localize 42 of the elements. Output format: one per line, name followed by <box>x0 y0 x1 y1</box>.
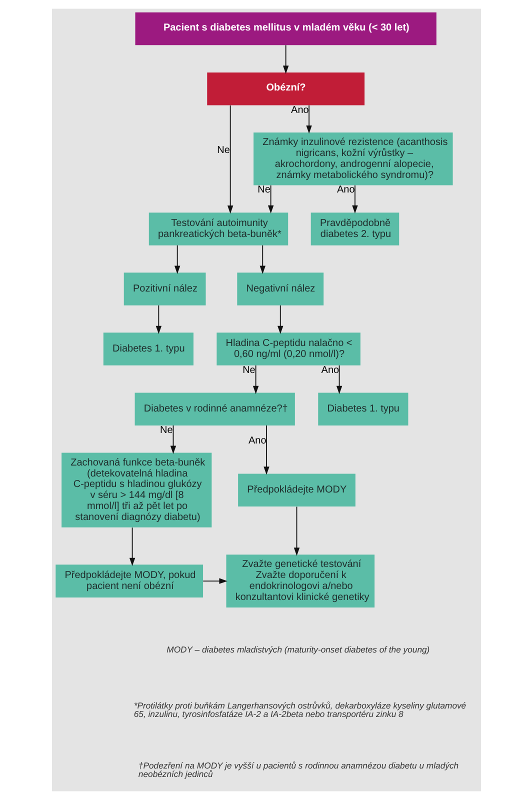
arrow <box>170 425 176 454</box>
node-box: Známky inzulinové rezistence (acanthosis nigricans, kožní výrůstky – akrochordony, androgenní alopecie, známky metabolického syndromu)? <box>253 132 452 186</box>
label: MODY – diabetes mladistvých (maturity-onset diabetes of the young) <box>166 644 430 655</box>
label: *Protilátky proti buňkám Langerhansových ostrůvků, dekarboxyláze kyseliny glutamové 65, inzulinu, tyrosinfosfatáze IA-2 a IA-2beta nebo transportéru zinku 8 <box>133 700 466 720</box>
arrow <box>282 44 288 74</box>
arrow <box>155 304 162 334</box>
arrow <box>259 244 265 274</box>
arrow <box>263 425 269 475</box>
node-box: Testování autoimunity pankreatických beta-buněk* <box>148 212 288 246</box>
node-box: Pacient s diabetes mellitus v mladém věku (< 30 let) <box>134 12 436 46</box>
edge-label: Ne <box>257 184 270 196</box>
arrow <box>202 578 227 584</box>
node-box: Pravděpodobně diabetes 2. typu <box>310 212 399 246</box>
node-box: Diabetes 1. typu <box>102 332 193 366</box>
node-box: Zvažte genetické testování Zvažte doporučení k endokrinologovi a/nebo konzultantovi klinické genetiky <box>226 554 374 608</box>
node-box: Obézní? <box>206 72 364 106</box>
node-box: Diabetes v rodinné anamnéze?† <box>134 392 294 426</box>
node-box: Negativní nález <box>236 272 324 306</box>
arrow <box>267 184 274 214</box>
arrow <box>293 506 300 556</box>
node-box: Předpokládejte MODY <box>238 474 355 506</box>
arrow <box>226 105 233 214</box>
node-box: Hladina C-peptidu nalačno < 0,60 ng/ml (0,20 nmol/l)? <box>216 332 360 366</box>
arrow <box>336 365 342 394</box>
edge-label: Ano <box>248 435 266 446</box>
arrow <box>277 304 283 334</box>
node-box: Zachovaná funkce beta-buněk (detekovatelná hladina C-peptidu s hladinou glukózy v séru > 144 mg/dl [8 mmol/l] tři až pět let po stanovení diagnózy diabetu) <box>61 452 212 528</box>
edge-label: Ne <box>160 424 172 436</box>
edge-label: Ne <box>242 364 255 376</box>
edge-label: Ano <box>290 104 308 116</box>
edge-label: Ne <box>216 144 230 156</box>
edge-label: Ano <box>336 184 354 196</box>
arrow <box>128 527 135 566</box>
node-box: Pozitivní nález <box>123 272 206 306</box>
label: †Podezření na MODY je vyšší u pacientů s rodinnou anamnézou diabetu u mladých neobézních jedinců <box>138 760 458 780</box>
arrow <box>174 244 180 274</box>
node-box: Diabetes 1. typu <box>318 392 408 426</box>
node-box: Předpokládejte MODY, pokud pacient není obézní <box>55 564 203 598</box>
edge-label: Ano <box>320 364 339 376</box>
arrow <box>252 365 258 394</box>
arrow <box>352 184 358 214</box>
arrow <box>306 104 312 134</box>
